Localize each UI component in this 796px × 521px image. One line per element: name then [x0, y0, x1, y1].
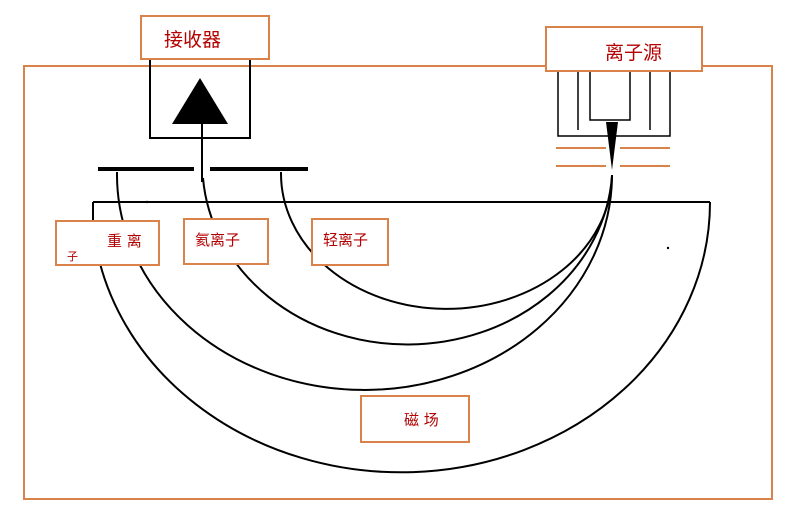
heavy-ion-label-text: 重 离 — [107, 232, 142, 250]
outer-frame — [23, 65, 773, 500]
light-ion-label: 轻离子 — [311, 218, 389, 266]
receiver-triangle — [172, 78, 228, 124]
receiver-housing — [149, 58, 251, 139]
ion-source-chamber — [589, 70, 631, 121]
heavy-ion-label-tail: 子 — [67, 250, 78, 263]
heavy-ion-label: 重 离 子 — [55, 220, 160, 266]
argon-ion-label: 氦离子 — [183, 218, 269, 265]
ion-source-label: 离子源 — [545, 26, 703, 72]
dot-marker-a — [145, 200, 149, 204]
magnetic-field-label-text: 磁 场 — [404, 411, 439, 429]
magnetic-field-label: 磁 场 — [360, 395, 470, 443]
argon-ion-label-text: 氦离子 — [195, 231, 241, 249]
trajectory-light — [279, 171, 613, 310]
ion-nozzle — [606, 122, 618, 170]
ion-source-label-text: 离子源 — [605, 42, 663, 64]
light-ion-label-text: 轻离子 — [323, 231, 369, 249]
dot-marker-b — [666, 246, 670, 250]
receiver-label: 接收器 — [140, 15, 270, 60]
trajectory-heavy — [115, 171, 613, 391]
receiver-label-text: 接收器 — [164, 29, 222, 51]
field-boundary-arc — [92, 201, 711, 474]
